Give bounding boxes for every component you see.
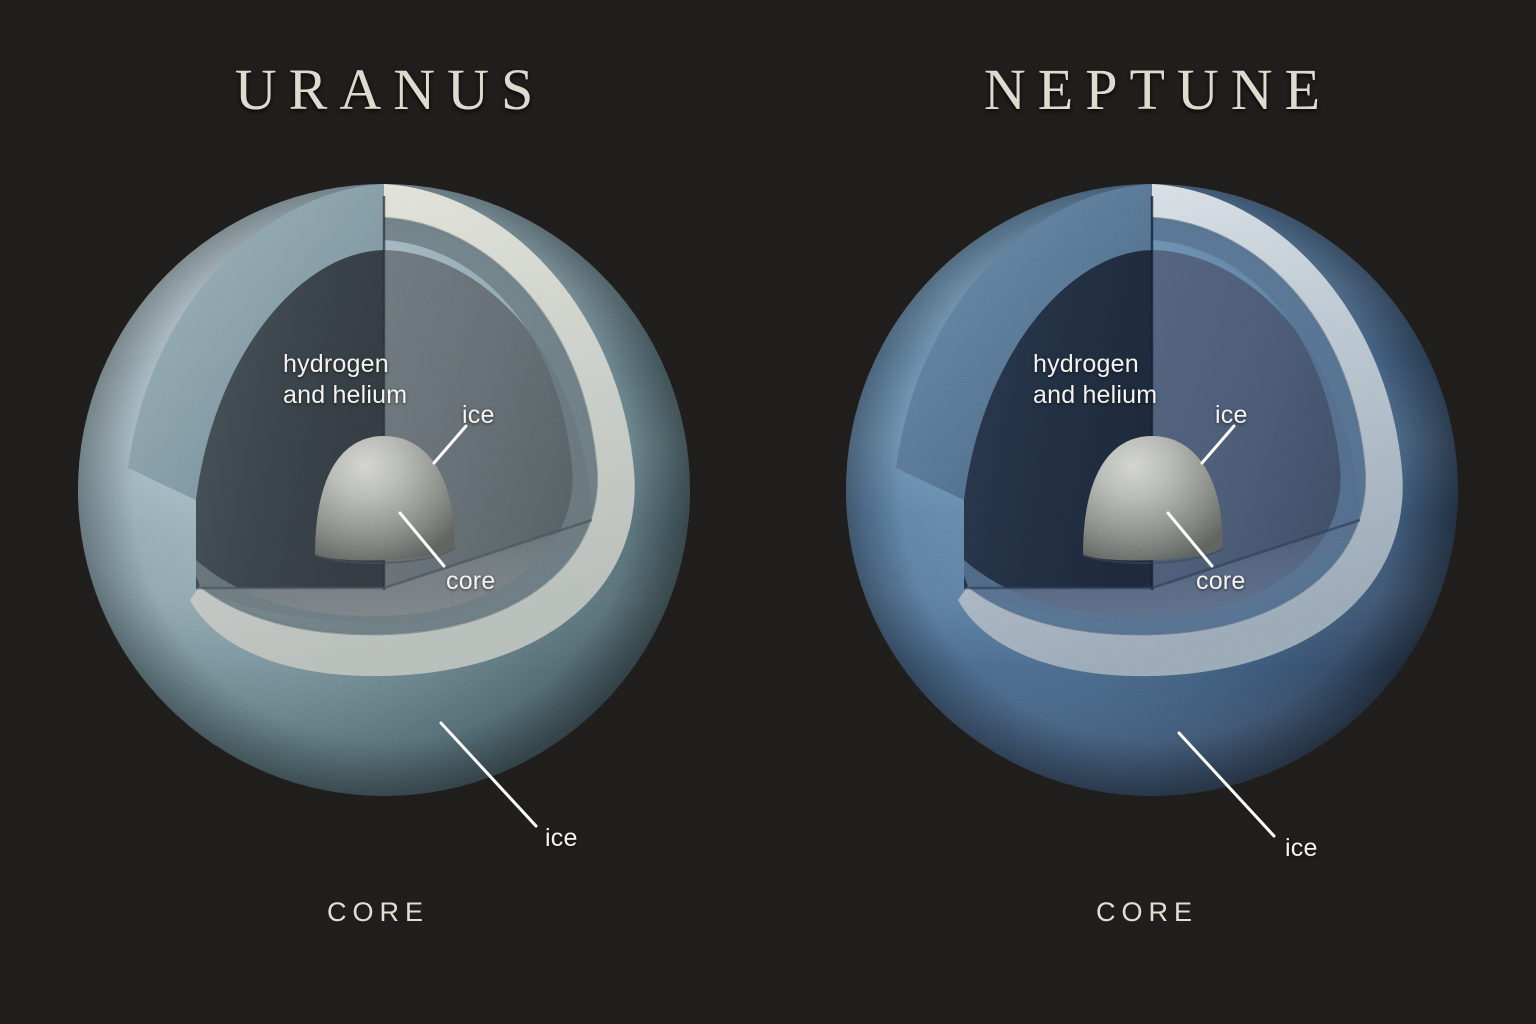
label-hydrogen-and-helium-neptune: hydrogen and helium: [1033, 350, 1158, 409]
label-hydrogen-and-helium-uranus: hydrogen and helium: [283, 350, 408, 409]
bottom-caption-uranus: CORE: [326, 897, 429, 927]
planet-title-neptune: NEPTUNE: [983, 57, 1333, 122]
label-core-uranus: core: [446, 567, 496, 595]
planet-title-uranus: URANUS: [234, 57, 546, 122]
planet-diagram-uranus: [78, 184, 690, 828]
bottom-caption-neptune: CORE: [1095, 897, 1198, 927]
planet-diagram-neptune: [846, 184, 1458, 838]
label-ice-inner-neptune: ice: [1215, 401, 1248, 429]
label-core-neptune: core: [1196, 567, 1246, 595]
label-ice-inner-uranus: ice: [462, 401, 495, 429]
label-ice-outer-uranus: ice: [545, 824, 578, 852]
label-ice-outer-neptune: ice: [1285, 834, 1318, 862]
